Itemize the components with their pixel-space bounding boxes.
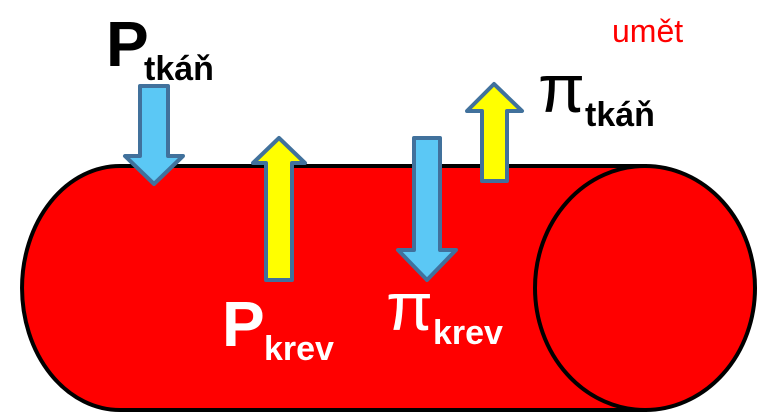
label-p-blood-sub: krev <box>264 330 334 368</box>
note-text: umět <box>612 13 683 49</box>
blood-vessel-end-cap <box>533 164 757 412</box>
label-pi-blood: π krev <box>386 269 503 352</box>
label-p-tissue-main: P <box>106 8 149 80</box>
label-pi-tissue: π tkáň <box>538 51 655 134</box>
arrow-down-icon <box>123 84 185 186</box>
arrow-up-icon <box>465 82 524 183</box>
arrow-down-icon <box>396 136 458 282</box>
label-p-blood-main: P <box>222 288 265 360</box>
label-pi-blood-sub: krev <box>433 314 503 352</box>
label-p-blood: P krev <box>222 288 334 368</box>
blood-vessel-body <box>20 164 647 412</box>
label-pi-blood-main: π <box>386 269 433 345</box>
label-pi-tissue-sub: tkáň <box>585 96 655 134</box>
label-p-tissue-sub: tkáň <box>144 50 214 88</box>
label-pi-tissue-main: π <box>538 51 585 127</box>
arrow-up-icon <box>251 136 307 282</box>
label-p-tissue: P tkáň <box>106 8 214 88</box>
